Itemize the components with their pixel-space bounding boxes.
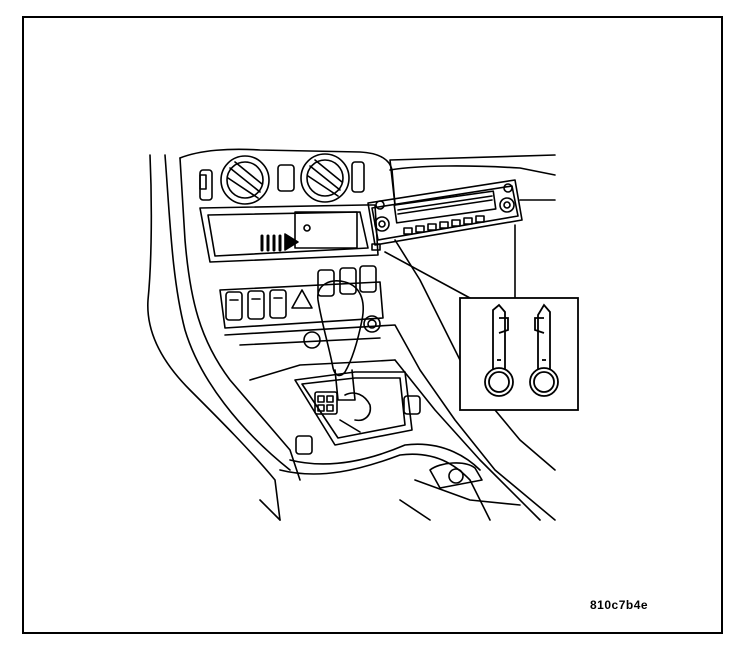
air-vents xyxy=(199,153,365,205)
gear-shifter xyxy=(303,280,381,401)
figure-frame xyxy=(22,16,723,634)
leader-line xyxy=(384,251,471,299)
radio-unit-icon xyxy=(367,179,523,251)
removal-arrow-head xyxy=(284,233,299,251)
switch-row xyxy=(219,265,384,329)
console-left-contour xyxy=(147,154,281,521)
console-switch-left xyxy=(295,435,313,455)
removal-arrow-icon xyxy=(260,234,282,252)
radio-removal-key-icon xyxy=(459,297,579,411)
radio-slot-panel xyxy=(294,211,358,249)
console-switch-right xyxy=(403,395,421,415)
figure-code-label: 810c7b4e xyxy=(590,598,649,612)
shifter-gate xyxy=(294,371,413,446)
